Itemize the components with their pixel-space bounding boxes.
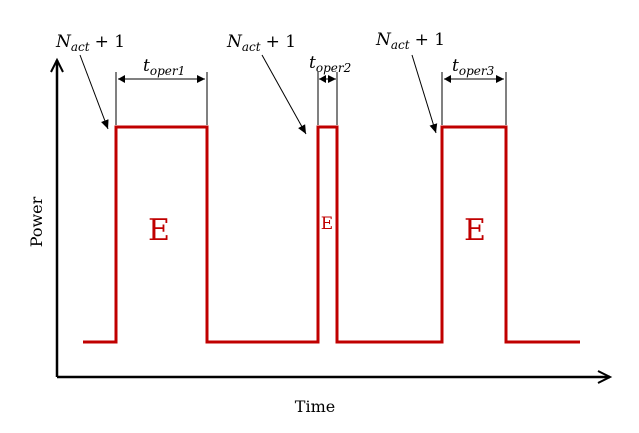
x-axis-label: Time xyxy=(295,397,335,416)
power-signal-line xyxy=(83,125,580,344)
activation-2-base: N xyxy=(226,32,243,52)
duration-1-marker xyxy=(115,72,208,125)
activation-2-pointer xyxy=(261,54,307,135)
activation-2-sub: act xyxy=(242,40,261,54)
pulse-2-label: E xyxy=(321,214,333,234)
duration-3-base: t xyxy=(452,56,459,76)
duration-3-label: toper3 xyxy=(452,56,495,78)
activation-1-label: Nact + 1 xyxy=(55,32,125,54)
duration-2-sub: oper2 xyxy=(316,61,351,75)
pulse-1-label: E xyxy=(148,213,170,248)
activation-1-pointer xyxy=(79,54,109,130)
duration-1-label: toper1 xyxy=(143,56,185,78)
y-axis-label: Power xyxy=(27,196,46,247)
activation-3-suffix: + 1 xyxy=(415,30,445,50)
activation-1-sub: act xyxy=(71,40,90,54)
activation-3-pointer xyxy=(411,54,438,134)
activation-3-base: N xyxy=(375,30,392,50)
duration-1-base: t xyxy=(143,56,150,76)
activation-1-suffix: + 1 xyxy=(95,32,125,52)
activation-2-suffix: + 1 xyxy=(266,32,296,52)
duration-3-marker xyxy=(441,72,507,125)
duration-1-sub: oper1 xyxy=(150,64,185,78)
duration-3-sub: oper3 xyxy=(459,64,495,78)
activation-3-sub: act xyxy=(391,38,410,52)
activation-2-label: Nact + 1 xyxy=(226,32,296,54)
activation-3-label: Nact + 1 xyxy=(375,30,445,52)
duration-2-label: toper2 xyxy=(309,53,351,75)
duration-2-marker xyxy=(317,72,338,125)
pulse-3-label: E xyxy=(464,213,486,248)
duration-2-base: t xyxy=(309,53,316,73)
activation-1-base: N xyxy=(55,32,72,52)
